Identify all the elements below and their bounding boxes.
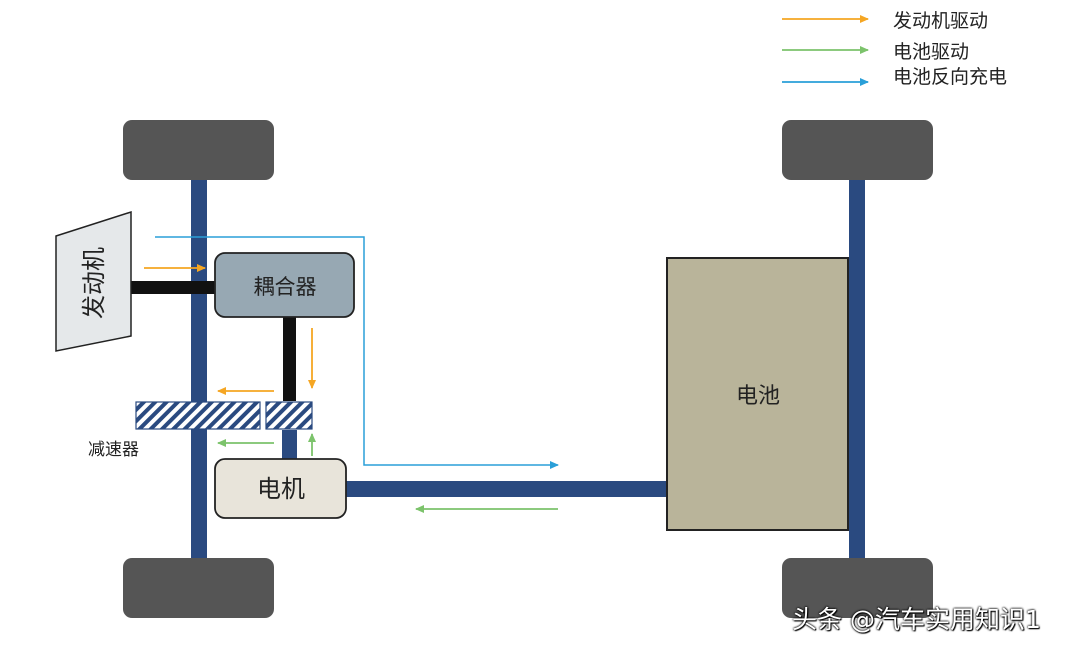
engine-shaft (127, 281, 225, 294)
engine-block (55, 210, 132, 352)
battery-label: 电池 (736, 384, 780, 409)
left-axle (191, 178, 207, 563)
right-axle (849, 178, 865, 563)
engine-label: 发动机 (80, 247, 108, 319)
motor-box (214, 458, 347, 519)
reducer-gear-small (265, 401, 313, 430)
legend-engine-drive: 发动机驱动 (893, 10, 988, 32)
reducer-gear-large (135, 401, 261, 430)
legend: 发动机驱动 电池驱动 电池反向充电 (782, 10, 1007, 88)
wheel-front-right (782, 120, 933, 180)
wheel-rear-left (123, 558, 274, 618)
charge-flow-arrow (155, 236, 559, 469)
watermark: 头条 @汽车实用知识1 (792, 605, 1041, 634)
coupler-label: 耦合器 (254, 275, 317, 299)
wheel-rear-right (782, 558, 933, 618)
legend-battery-reverse-charge: 电池反向充电 (893, 66, 1007, 88)
wheel-front-left (123, 120, 274, 180)
battery-box (666, 257, 849, 531)
motor-shaft (282, 430, 297, 460)
motor-label: 电机 (257, 475, 305, 503)
coupler-box (214, 252, 355, 318)
coupler-shaft (283, 316, 296, 401)
legend-battery-drive: 电池驱动 (893, 41, 969, 63)
motor-battery-bus (345, 481, 668, 497)
reducer-label: 减速器 (88, 440, 139, 460)
